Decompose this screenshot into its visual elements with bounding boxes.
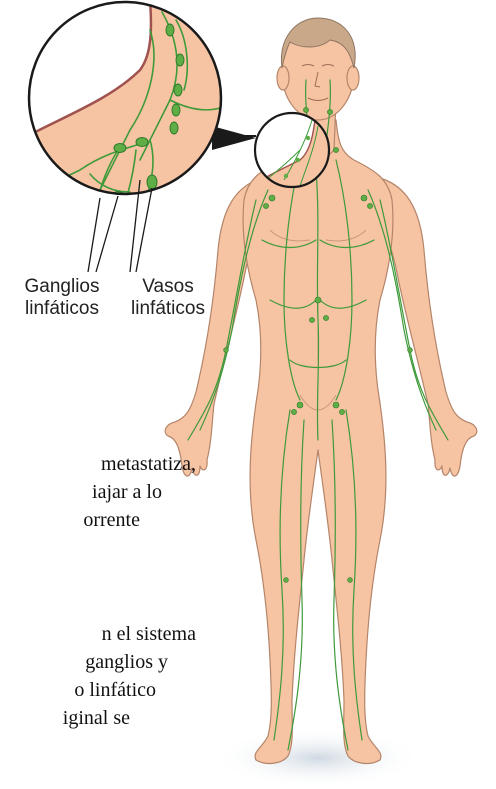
lymph-vessels-label: Vasos linfáticos	[112, 276, 224, 320]
body-line: iginal se	[0, 704, 196, 732]
body-paragraph-1: metastatiza, iajar a lo orrente	[0, 450, 196, 534]
right-ear	[347, 66, 359, 90]
lymph-nodes-label: Ganglios linfáticos	[6, 276, 118, 320]
right-arm	[380, 178, 477, 476]
body-paragraph-2: n el sistema ganglios y o linfático igin…	[0, 620, 196, 732]
body-line: iajar a lo	[0, 478, 196, 506]
floor-shadow	[213, 728, 423, 788]
left-ear	[277, 66, 289, 90]
inset-magnified	[20, 0, 240, 220]
body-line: o linfático	[0, 676, 196, 704]
body-line: metastatiza,	[0, 450, 196, 478]
body-line: orrente	[0, 506, 196, 534]
body-line: n el sistema	[0, 620, 196, 648]
body-line: ganglios y	[0, 648, 196, 676]
inset-pointer	[212, 126, 256, 150]
